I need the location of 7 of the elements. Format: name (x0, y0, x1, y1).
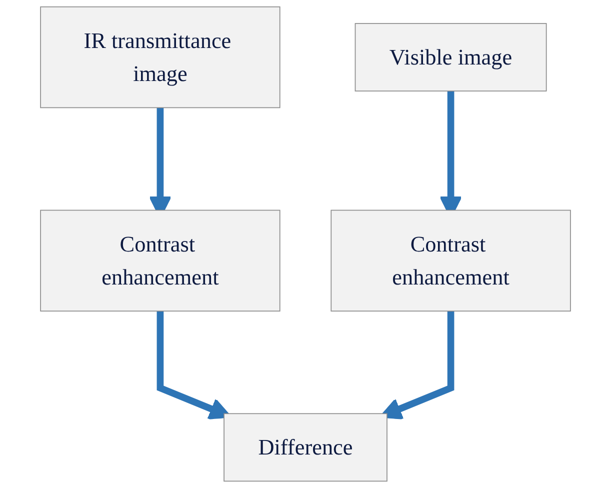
node-box: Contrast enhancement (330, 210, 571, 312)
arrow (156, 311, 232, 420)
node-box: Visible image (354, 23, 547, 92)
arrow (380, 311, 454, 420)
node-box: IR transmittance image (40, 6, 280, 108)
node-box: Contrast enhancement (40, 210, 280, 312)
node-box: Difference (224, 413, 388, 482)
